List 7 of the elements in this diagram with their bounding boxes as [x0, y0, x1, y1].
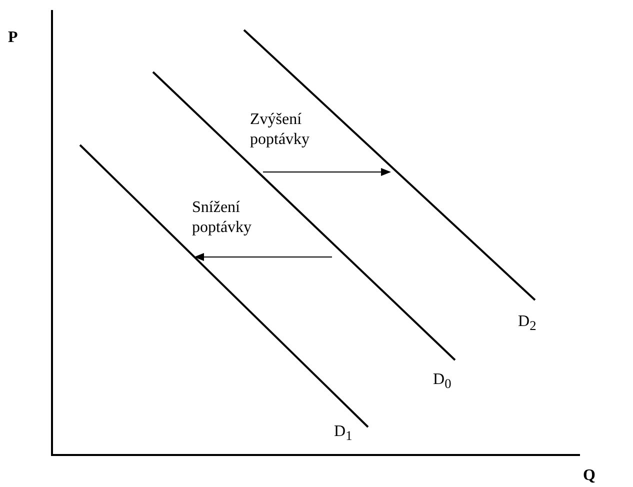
axis-label: P [8, 28, 18, 48]
axis-label: Q [583, 466, 596, 486]
shift-label: Snížení poptávky [192, 198, 253, 238]
curve-label: D$_{2}$ [518, 312, 536, 336]
shift-label: Zvýšení poptávky [250, 110, 311, 150]
curve-label: D$_{1}$ [334, 422, 352, 446]
curve-label: D$_{0}$ [433, 370, 452, 394]
